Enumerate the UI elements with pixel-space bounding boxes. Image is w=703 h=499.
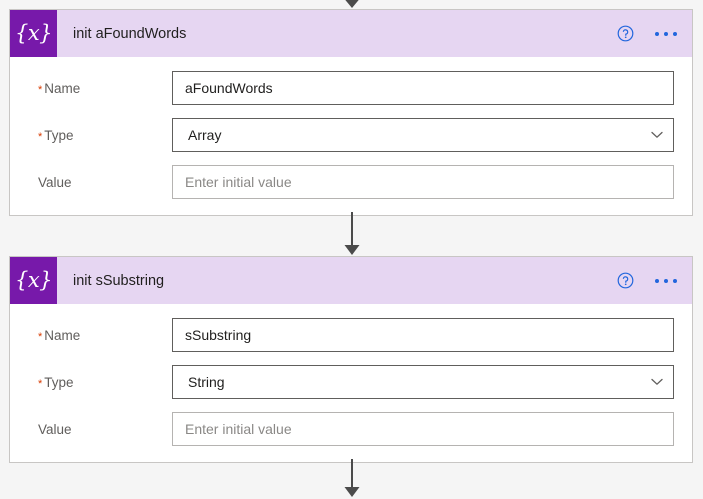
form-row-value: Value — [20, 412, 682, 446]
value-input[interactable] — [172, 165, 674, 199]
name-label: * Name — [20, 81, 172, 96]
type-select[interactable] — [172, 365, 674, 399]
value-label-text: Value — [38, 421, 72, 437]
type-label-text: Type — [44, 374, 74, 390]
card-header-actions — [617, 272, 677, 289]
connector-middle — [0, 212, 703, 256]
form-row-type: * Type — [20, 118, 682, 152]
card-body: * Name * Type — [10, 304, 692, 462]
arrow-down-icon — [344, 212, 359, 255]
help-circle-icon[interactable] — [617, 25, 634, 42]
card-header-actions — [617, 25, 677, 42]
required-asterisk: * — [38, 83, 43, 96]
help-circle-icon[interactable] — [617, 272, 634, 289]
value-label-text: Value — [38, 174, 72, 190]
more-ellipsis-icon[interactable] — [655, 278, 677, 283]
name-control — [172, 71, 674, 105]
ellipsis-dot — [655, 278, 659, 283]
type-label: * Type — [20, 128, 172, 143]
name-label-text: Name — [44, 327, 81, 343]
card-header[interactable]: {x} init aFoundWords — [10, 10, 692, 57]
card-title: init sSubstring — [73, 272, 165, 289]
form-row-name: * Name — [20, 71, 682, 105]
type-label-text: Type — [44, 127, 74, 143]
connector-bottom — [0, 459, 703, 499]
action-card-init-afoundwords[interactable]: {x} init aFoundWords — [9, 9, 693, 216]
form-row-value: Value — [20, 165, 682, 199]
form-row-name: * Name — [20, 318, 682, 352]
variable-braces-icon: {x} — [10, 257, 57, 304]
ellipsis-dot — [664, 31, 668, 36]
card-title: init aFoundWords — [73, 25, 187, 42]
action-card-init-ssubstring[interactable]: {x} init sSubstring — [9, 256, 693, 463]
card-header[interactable]: {x} init sSubstring — [10, 257, 692, 304]
name-input[interactable] — [172, 71, 674, 105]
type-select[interactable] — [172, 118, 674, 152]
card-body: * Name * Type — [10, 57, 692, 215]
value-control — [172, 412, 674, 446]
name-label-text: Name — [44, 80, 81, 96]
variable-braces-icon: {x} — [10, 10, 57, 57]
form-row-type: * Type — [20, 365, 682, 399]
arrow-down-icon — [344, 459, 359, 497]
required-asterisk: * — [38, 130, 43, 143]
value-control — [172, 165, 674, 199]
value-label: Value — [20, 175, 172, 190]
required-asterisk: * — [38, 330, 43, 343]
type-control — [172, 118, 674, 152]
value-label: Value — [20, 422, 172, 437]
type-control — [172, 365, 674, 399]
value-input[interactable] — [172, 412, 674, 446]
more-ellipsis-icon[interactable] — [655, 31, 677, 36]
ellipsis-dot — [664, 278, 668, 283]
ellipsis-dot — [673, 31, 677, 36]
ellipsis-dot — [673, 278, 677, 283]
required-asterisk: * — [38, 377, 43, 390]
type-label: * Type — [20, 375, 172, 390]
name-label: * Name — [20, 328, 172, 343]
ellipsis-dot — [655, 31, 659, 36]
name-input[interactable] — [172, 318, 674, 352]
name-control — [172, 318, 674, 352]
